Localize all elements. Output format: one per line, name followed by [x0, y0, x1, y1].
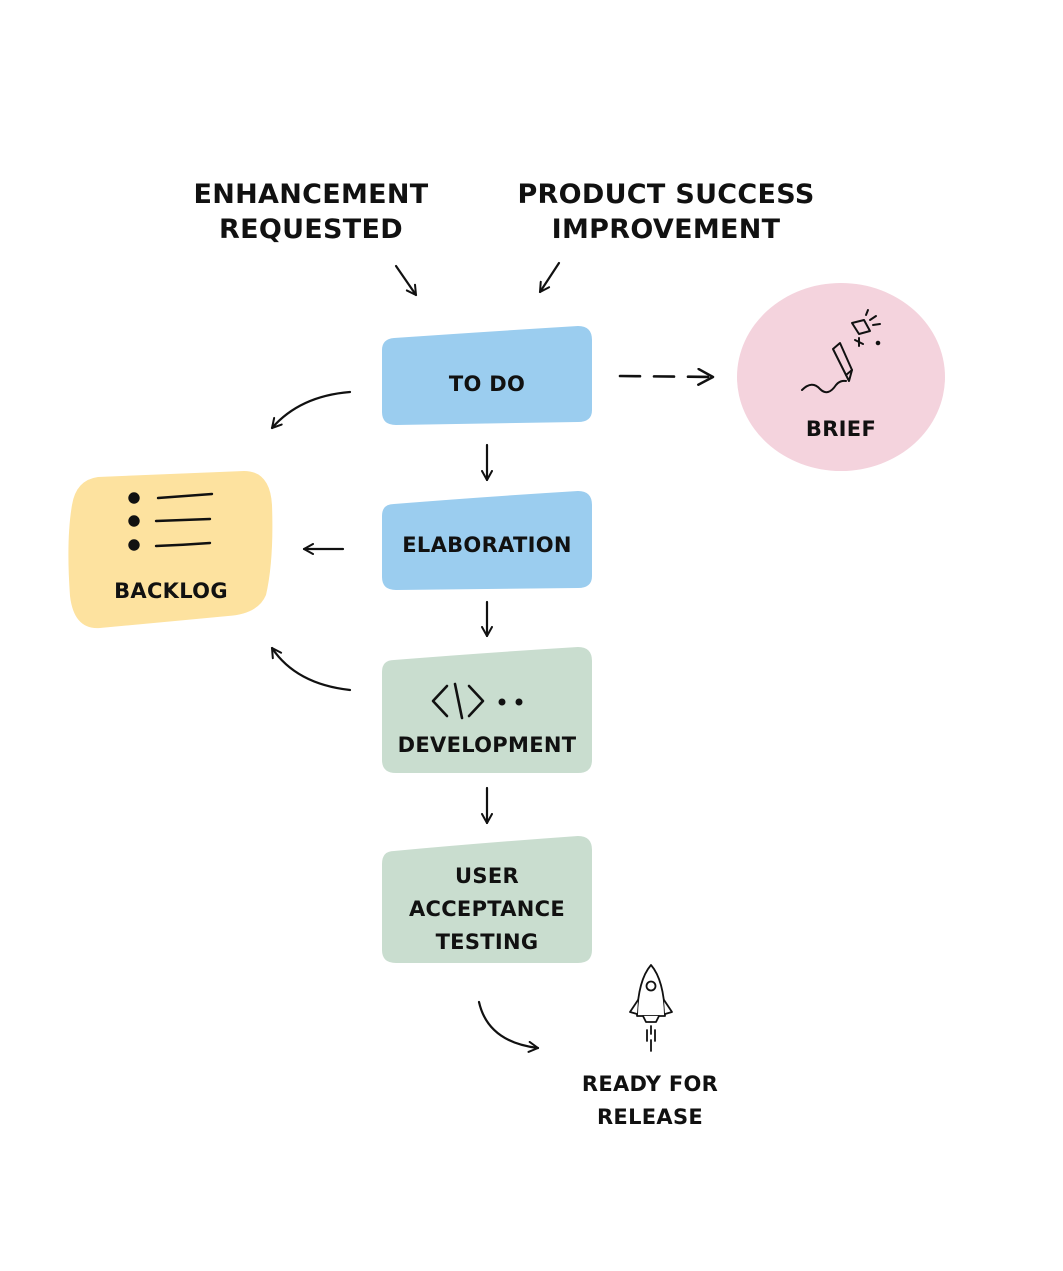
brief-label: BRIEF [805, 417, 877, 441]
arrow-enhancement-to-todo [394, 264, 418, 297]
release-label: READY FOR RELEASE [550, 1068, 750, 1134]
arrow-development-to-backlog [270, 646, 352, 692]
arrow-todo-to-backlog [270, 390, 352, 430]
brief-circle [737, 283, 945, 471]
enhancement-line1: ENHANCEMENT [193, 179, 429, 210]
release-line1: READY FOR [581, 1072, 719, 1096]
elaboration-box [382, 491, 592, 590]
product-line2: IMPROVEMENT [551, 214, 781, 245]
elaboration-label: ELABORATION [402, 533, 572, 557]
uat-line3: TESTING [435, 930, 539, 954]
uat-box [382, 836, 592, 963]
rocket-icon [629, 964, 673, 1052]
enhancement-line2: REQUESTED [219, 214, 403, 245]
backlog-label: BACKLOG [114, 579, 228, 603]
todo-label: TO DO [448, 372, 526, 396]
todo-box [382, 326, 592, 425]
uat-line2: ACCEPTANCE [408, 897, 566, 921]
uat-line1: USER [455, 864, 519, 888]
product-line1: PRODUCT SUCCESS [517, 179, 815, 210]
code-icon [431, 682, 523, 720]
arrow-todo-to-brief [618, 376, 715, 377]
arrow-product-to-todo [538, 261, 561, 294]
arrow-uat-to-release [477, 1000, 540, 1053]
uat-label: USER ACCEPTANCE TESTING [382, 860, 592, 959]
product-success-label: PRODUCT SUCCESS IMPROVEMENT [516, 177, 816, 247]
development-box [382, 647, 592, 773]
enhancement-requested-label: ENHANCEMENT REQUESTED [190, 177, 432, 247]
release-line2: RELEASE [596, 1105, 704, 1129]
development-label: DEVELOPMENT [397, 733, 577, 757]
pencil-icon [801, 309, 881, 394]
list-icon [128, 492, 214, 551]
backlog-box [68, 471, 273, 629]
